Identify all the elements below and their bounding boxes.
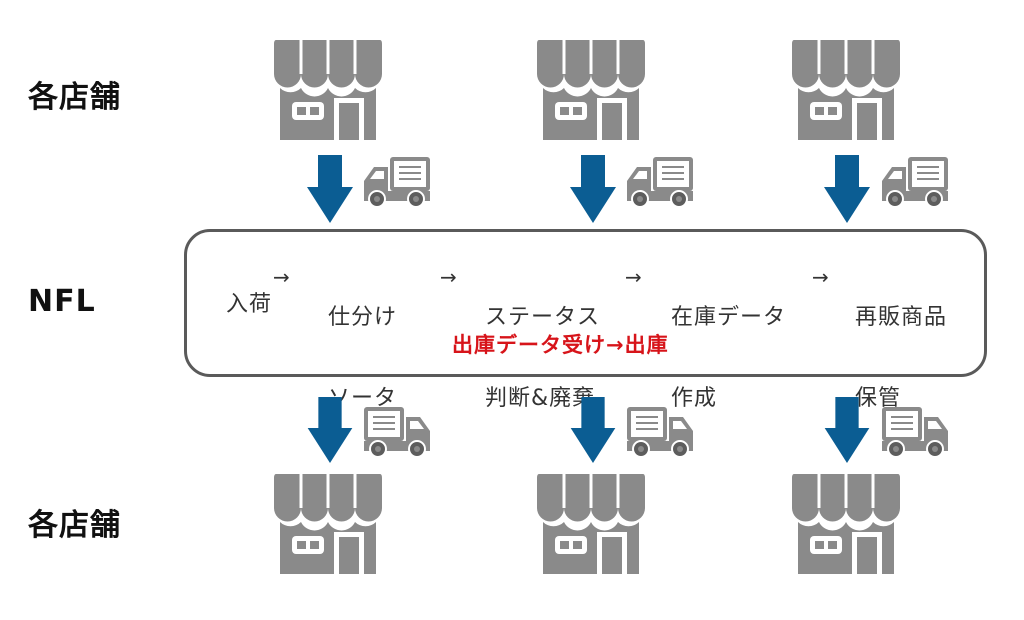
- flow-arrow-4: →: [812, 265, 829, 289]
- down-arrow-icon: [307, 397, 353, 463]
- nfl-process-box: [184, 229, 987, 377]
- delivery-truck-icon: [880, 155, 950, 209]
- down-arrow-icon: [307, 155, 353, 223]
- step-label-line2: 判断&廃棄: [485, 386, 596, 411]
- flow-arrow-2: →: [440, 265, 457, 289]
- nfl-label: NFL: [28, 284, 96, 319]
- flow-step-resale-storage: 再販商品 保管: [855, 250, 947, 439]
- delivery-truck-icon: [880, 405, 950, 459]
- flow-step-arrival: 入荷: [210, 264, 272, 318]
- down-arrow-icon: [570, 155, 616, 223]
- delivery-truck-icon: [362, 155, 432, 209]
- down-arrow-icon: [570, 397, 616, 463]
- store-icon: [537, 40, 645, 140]
- step-label-line2: 作成: [671, 386, 718, 411]
- store-icon: [792, 474, 900, 574]
- step-label: 再販商品: [855, 305, 948, 330]
- down-arrow-icon: [824, 155, 870, 223]
- step-label: 入荷: [226, 292, 273, 317]
- delivery-truck-icon: [362, 405, 432, 459]
- delivery-truck-icon: [625, 155, 695, 209]
- step-label: 仕分け: [328, 305, 398, 330]
- down-arrow-icon: [824, 397, 870, 463]
- step-label: 在庫データ: [671, 305, 787, 330]
- store-icon: [537, 474, 645, 574]
- store-icon: [792, 40, 900, 140]
- store-icon: [274, 40, 382, 140]
- top-stores-label: 各店舗: [28, 80, 121, 115]
- flow-arrow-1: →: [273, 265, 290, 289]
- bottom-stores-label: 各店舗: [28, 508, 121, 543]
- flow-step-status-judgement: ステータス 判断&廃棄: [485, 250, 600, 439]
- store-icon: [274, 474, 382, 574]
- step-label: ステータス: [485, 305, 601, 330]
- shipping-data-highlight: 出庫データ受け→出庫: [452, 333, 669, 357]
- flow-step-inventory-data: 在庫データ 作成: [671, 250, 786, 439]
- flow-arrow-3: →: [625, 265, 642, 289]
- step-label-line2: 保管: [855, 386, 902, 411]
- delivery-truck-icon: [625, 405, 695, 459]
